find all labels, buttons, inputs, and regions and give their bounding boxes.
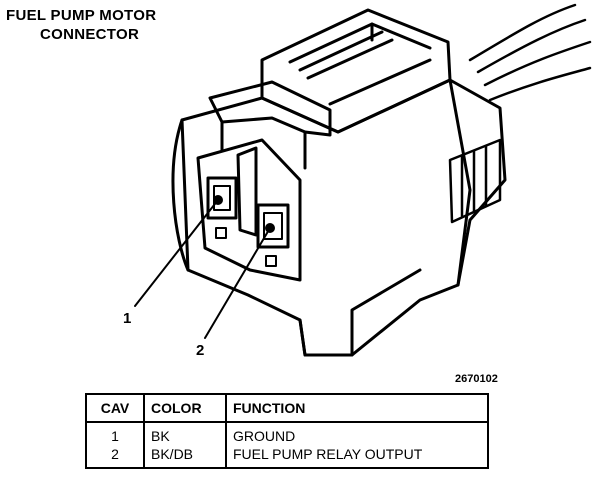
callout-2: 2 (196, 342, 205, 359)
connector-front-face (196, 138, 302, 282)
figure-number: 2670102 (455, 373, 498, 385)
header-color: COLOR (143, 394, 226, 423)
header-function: FUNCTION (225, 394, 488, 423)
title-line-1: FUEL PUMP MOTOR (6, 7, 157, 24)
row-2-color: BK/DB (143, 445, 226, 468)
row-1-function: GROUND (225, 422, 488, 445)
row-1-color: BK (143, 422, 226, 445)
row-1-cav: 1 (111, 428, 119, 444)
connector-body (171, 78, 507, 357)
diagram-title: FUEL PUMP MOTOR CONNECTOR (6, 6, 156, 44)
locking-tab (208, 80, 332, 170)
callout-1: 1 (123, 310, 132, 327)
title-line-2: CONNECTOR (40, 26, 140, 43)
table-row: 1 BK GROUND (86, 422, 488, 445)
row-2-function: FUEL PUMP RELAY OUTPUT (225, 445, 488, 468)
cavity-2 (256, 203, 290, 267)
terminal-1-dot (213, 195, 223, 205)
pinout-table: CAV COLOR FUNCTION 1 BK GROUND 2 BK/DB F… (85, 393, 489, 469)
connector-top-housing (260, 8, 452, 134)
table-header-row: CAV COLOR FUNCTION (86, 394, 488, 423)
wire-bundle (468, 3, 592, 102)
leader-lines (134, 199, 271, 339)
header-cav: CAV (86, 394, 144, 423)
terminal-2-dot (265, 223, 275, 233)
side-ribs (448, 138, 502, 224)
row-2-cav: 2 (111, 446, 119, 462)
table-row: 2 BK/DB FUEL PUMP RELAY OUTPUT (86, 445, 488, 468)
